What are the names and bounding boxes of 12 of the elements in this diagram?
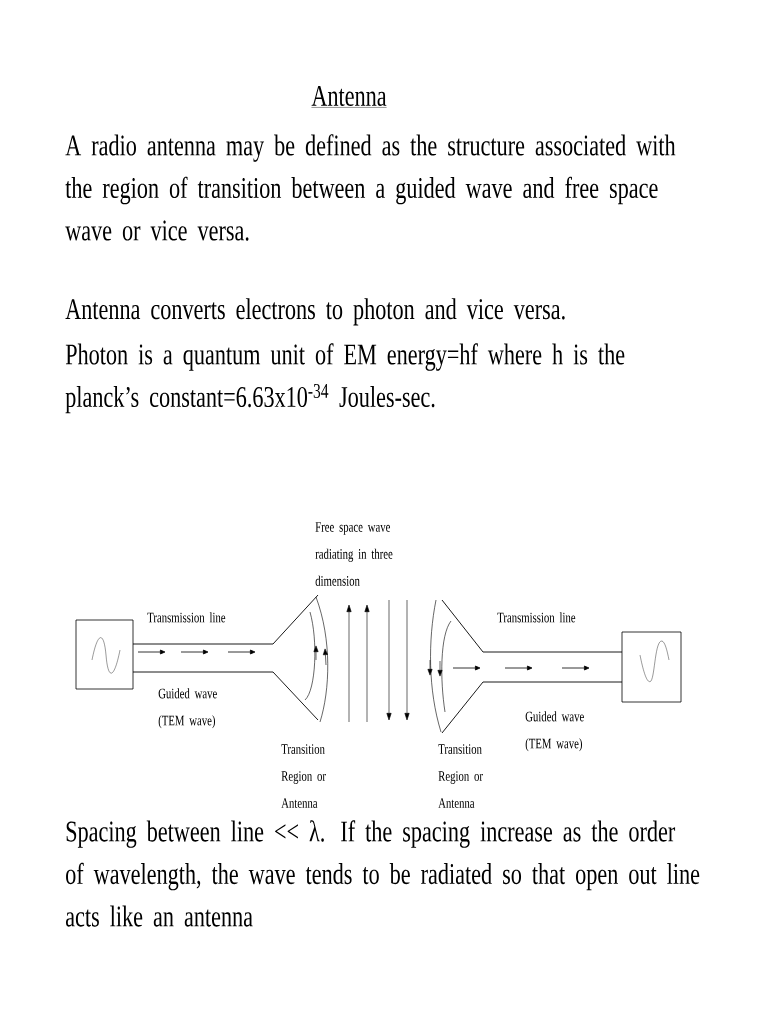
heading: Antenna [311,85,387,108]
paragraph: Photon is a quantum unit of EM energy=hf where h is the planck’s constant=6.63x10$^{-34}$ Joules-sec. [65,343,625,414]
diagram-label: Guided wave (TEM wave) [158,688,217,729]
diagram-label: Transmission line [497,612,576,623]
diagram-label: Guided wave (TEM wave) [525,711,584,752]
paragraph: Antenna converts electrons to photon and vice versa. [65,298,565,326]
diagram-label: Transition Region or Antenna [438,744,483,808]
paragraph: Spacing between line << λ. If the spacing increase as the order of wavelength, the wave tends to be radiated so that open out line acts like an antenna [66,820,700,927]
diagram-label: Transmission line [147,612,226,623]
paragraph: A radio antenna may be defined as the structure associated with the region of transition between a guided wave and free space wave or vice versa. [65,134,676,241]
diagram-label: Transition Region or Antenna [281,744,326,808]
diagram-label: Free space wave radiating in three dimension [315,522,393,586]
